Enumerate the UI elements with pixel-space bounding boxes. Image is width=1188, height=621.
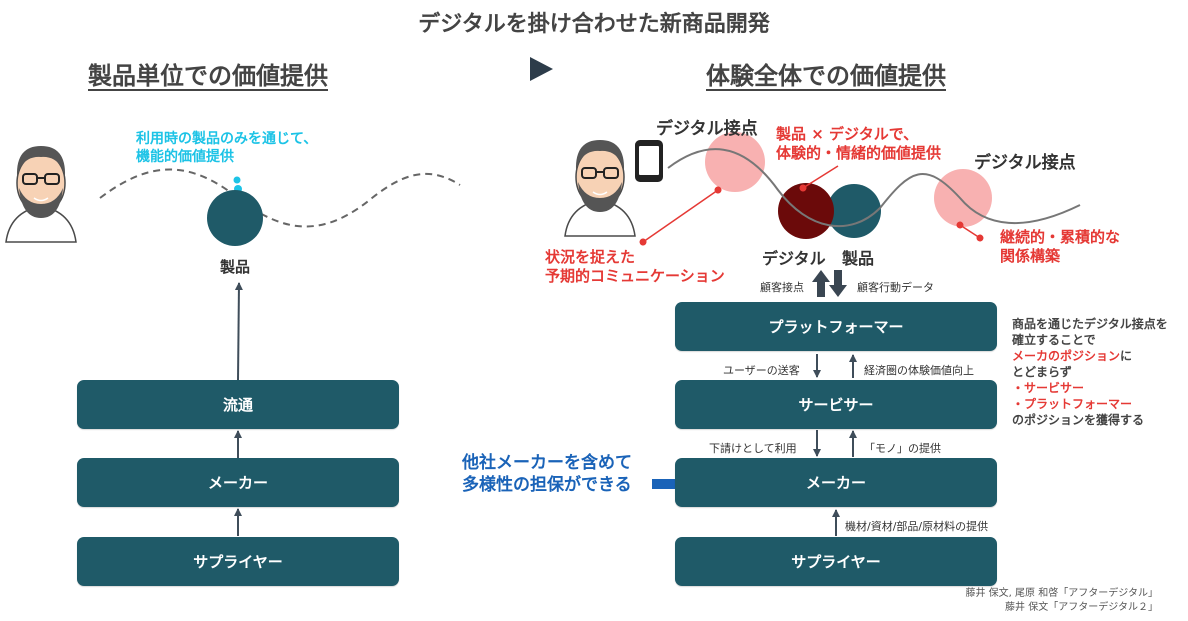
- digital-circle: [778, 183, 834, 239]
- label-subcontract: 下請けとして利用: [709, 440, 797, 456]
- continuous-relation-note: 継続的・累積的な 関係構築: [1000, 228, 1120, 266]
- touchpoint-label-right: デジタル接点: [974, 148, 1076, 173]
- credits: 藤井 保文, 尾原 和啓「アフターデジタル」 藤井 保文「アフターデジタル２」: [965, 587, 1158, 615]
- smartphone-icon: [635, 140, 663, 182]
- box-platformer: プラットフォーマー: [675, 302, 997, 351]
- box-supplier-left: サプライヤー: [77, 537, 399, 586]
- product-circle-left: [207, 190, 263, 246]
- box-servicer: サービサー: [675, 380, 997, 429]
- label-user-send: ユーザーの送客: [723, 362, 800, 378]
- label-materials: 機材/資材/部品/原材料の提供: [845, 518, 988, 534]
- journey-wave-left: [100, 170, 460, 227]
- customer-data-label: 顧客行動データ: [857, 279, 934, 295]
- box-distribution: 流通: [77, 380, 399, 429]
- box-maker-right: メーカー: [675, 458, 997, 507]
- position-side-note: 商品を通じたデジタル接点を 確立することで メーカのポジションに とどまらず ・…: [1012, 316, 1168, 428]
- center-value-note: 製品 × デジタルで、 体験的・情緒的価値提供: [776, 125, 941, 163]
- play-arrow-icon: [530, 57, 553, 81]
- customer-touchpoint-label: 顧客接点: [760, 279, 804, 295]
- box-supplier-right: サプライヤー: [675, 537, 997, 586]
- diversity-note: 他社メーカーを含めて 多様性の担保ができる: [462, 452, 632, 496]
- situation-note: 状況を捉えた 予期的コミュニケーション: [545, 248, 725, 286]
- product-label-right: 製品: [842, 245, 874, 269]
- person-right-icon: [565, 140, 635, 236]
- product-circle-right: [827, 184, 881, 238]
- left-product-note: 利用時の製品のみを通じて、 機能的価値提供: [136, 130, 317, 166]
- digital-touchpoint-circle: [934, 169, 992, 227]
- touchpoint-label-left: デジタル接点: [656, 114, 758, 139]
- person-left-icon: [6, 146, 76, 242]
- digital-touchpoint-circle: [705, 132, 765, 192]
- digital-label: デジタル: [762, 245, 826, 269]
- label-mono: 「モノ」の提供: [864, 440, 941, 456]
- left-product-label: 製品: [220, 256, 250, 277]
- label-economy-up: 経済圏の体験価値向上: [864, 362, 974, 378]
- box-maker-left: メーカー: [77, 458, 399, 507]
